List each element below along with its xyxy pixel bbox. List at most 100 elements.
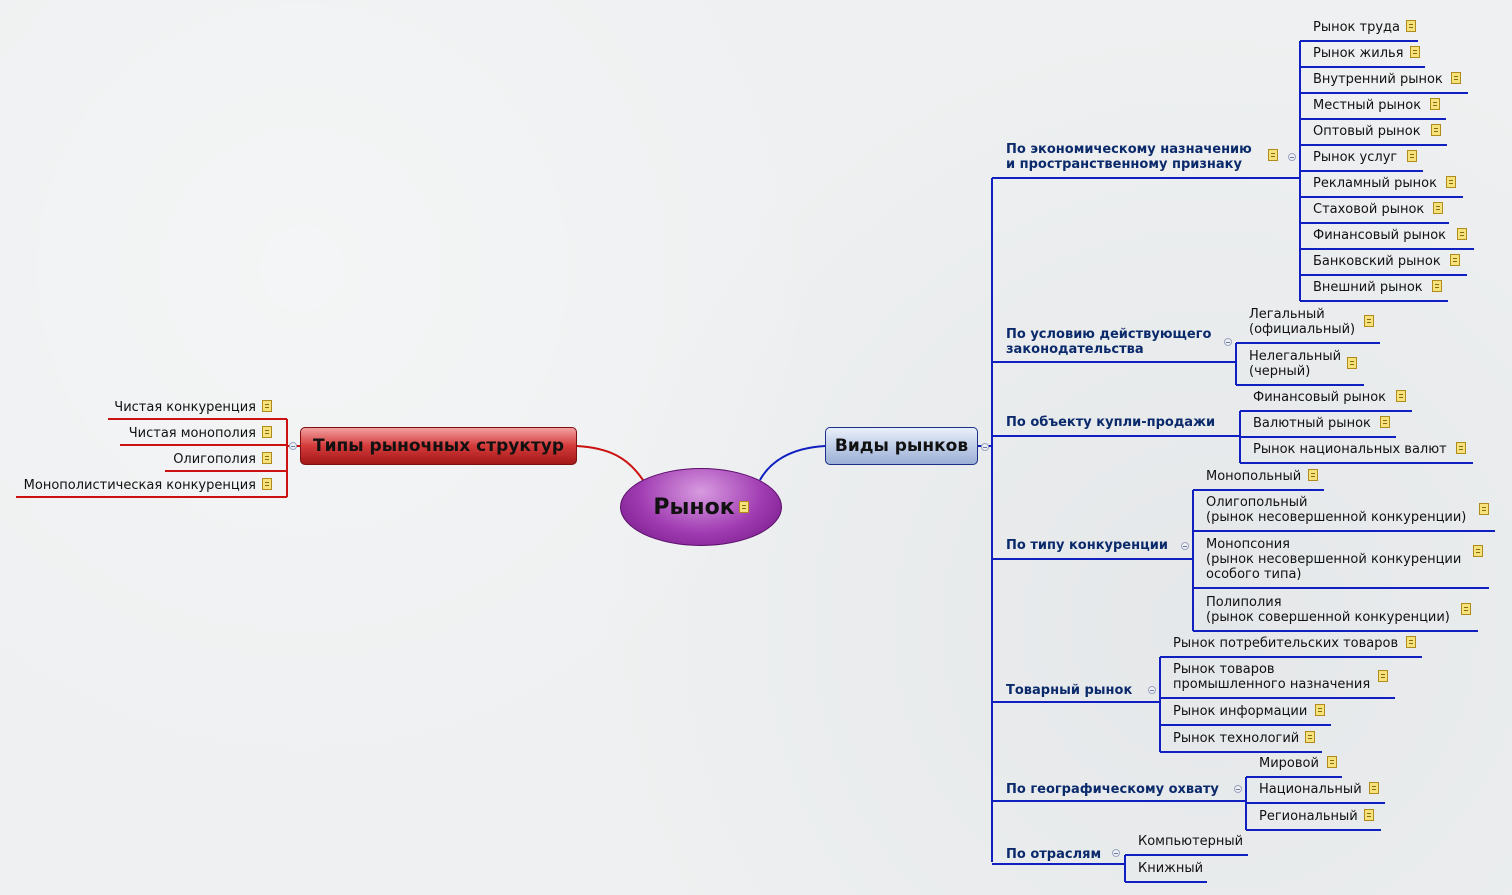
topic-text-line: Региональный bbox=[1259, 809, 1358, 824]
collapse-icon[interactable] bbox=[1288, 153, 1296, 161]
note-icon[interactable] bbox=[1433, 202, 1443, 214]
note-icon[interactable] bbox=[1479, 503, 1489, 515]
note-icon[interactable] bbox=[262, 452, 272, 464]
subtopic-market[interactable]: Внутренний рынок bbox=[1313, 72, 1443, 87]
note-icon[interactable] bbox=[1406, 636, 1416, 648]
note-icon[interactable] bbox=[262, 400, 272, 412]
note-icon[interactable] bbox=[1451, 72, 1461, 84]
subtopic-market[interactable]: Рынок жилья bbox=[1313, 46, 1404, 61]
root-topic[interactable]: Рынок bbox=[620, 468, 782, 546]
topic-text-line: Рынок технологий bbox=[1173, 731, 1300, 746]
collapse-icon[interactable] bbox=[981, 443, 989, 451]
note-icon[interactable] bbox=[1396, 390, 1406, 402]
subtopic-market[interactable]: Национальный bbox=[1259, 782, 1362, 797]
note-icon[interactable] bbox=[1364, 809, 1374, 821]
note-icon[interactable] bbox=[1305, 731, 1315, 743]
note-icon[interactable] bbox=[1432, 280, 1442, 292]
subtopic-market[interactable]: Стаховой рынок bbox=[1313, 202, 1424, 217]
topic-text-line: Монопсония bbox=[1206, 537, 1290, 552]
collapse-icon[interactable] bbox=[1224, 338, 1232, 346]
subtopic-market[interactable]: Олигопольный(рынок несовершенной конкуре… bbox=[1206, 495, 1466, 525]
collapse-icon[interactable] bbox=[1148, 686, 1156, 694]
category-topic[interactable]: По объекту купли-продажи bbox=[1006, 415, 1215, 430]
category-topic[interactable]: Товарный рынок bbox=[1006, 683, 1132, 698]
note-icon[interactable] bbox=[1406, 20, 1416, 32]
note-icon[interactable] bbox=[1327, 756, 1337, 768]
subtopic-market[interactable]: Рекламный рынок bbox=[1313, 176, 1437, 191]
note-icon[interactable] bbox=[1364, 315, 1374, 327]
subtopic-market[interactable]: Книжный bbox=[1138, 861, 1203, 876]
note-icon[interactable] bbox=[1407, 150, 1417, 162]
note-icon[interactable] bbox=[262, 426, 272, 438]
note-icon[interactable] bbox=[1308, 469, 1318, 481]
subtopic-market[interactable]: Финансовый рынок bbox=[1313, 228, 1446, 243]
topic-text-line: Внутренний рынок bbox=[1313, 72, 1443, 87]
topic-text-line: Рынок жилья bbox=[1313, 46, 1404, 61]
subtopic-market[interactable]: Полиполия(рынок совершенной конкуренции) bbox=[1206, 595, 1450, 625]
note-icon[interactable] bbox=[1450, 254, 1460, 266]
subtopic-structure[interactable]: Чистая монополия bbox=[129, 426, 256, 441]
subtopic-structure[interactable]: Олигополия bbox=[173, 452, 256, 467]
subtopic-market[interactable]: Внешний рынок bbox=[1313, 280, 1423, 295]
topic-text-line: Чистая монополия bbox=[128, 426, 256, 441]
note-icon[interactable] bbox=[1461, 603, 1471, 615]
note-icon[interactable] bbox=[1369, 782, 1379, 794]
topic-text-line: Рынок потребительских товаров bbox=[1173, 636, 1399, 651]
note-icon[interactable] bbox=[262, 478, 272, 490]
collapse-icon[interactable] bbox=[1234, 785, 1242, 793]
subtopic-market[interactable]: Легальный(официальный) bbox=[1249, 307, 1355, 337]
note-icon[interactable] bbox=[1473, 545, 1483, 557]
note-icon[interactable] bbox=[1380, 416, 1390, 428]
collapse-icon[interactable] bbox=[1181, 542, 1189, 550]
note-icon[interactable] bbox=[1315, 704, 1325, 716]
note-icon[interactable] bbox=[1347, 357, 1357, 369]
note-icon[interactable] bbox=[1456, 442, 1466, 454]
subtopic-market[interactable]: Рынок труда bbox=[1313, 20, 1400, 35]
collapse-icon[interactable] bbox=[1112, 849, 1120, 857]
main-topic-market-structures[interactable]: Типы рыночных структур bbox=[300, 427, 577, 465]
note-icon[interactable] bbox=[1268, 149, 1278, 161]
subtopic-structure[interactable]: Чистая конкуренция bbox=[114, 400, 256, 415]
topic-text-line: Оптовый рынок bbox=[1313, 124, 1421, 139]
subtopic-market[interactable]: Монопольный bbox=[1206, 469, 1301, 484]
category-topic[interactable]: По типу конкуренции bbox=[1006, 538, 1168, 553]
topic-text-line: Олигополия bbox=[173, 452, 256, 467]
subtopic-market[interactable]: Банковский рынок bbox=[1313, 254, 1441, 269]
note-icon[interactable] bbox=[1430, 98, 1440, 110]
subtopic-market[interactable]: Местный рынок bbox=[1313, 98, 1421, 113]
subtopic-market[interactable]: Рынок технологий bbox=[1173, 731, 1299, 746]
subtopic-market[interactable]: Оптовый рынок bbox=[1313, 124, 1421, 139]
subtopic-market[interactable]: Нелегальный(черный) bbox=[1249, 349, 1341, 379]
topic-text-line: Олигопольный bbox=[1206, 495, 1308, 510]
subtopic-market[interactable]: Рынок информации bbox=[1173, 704, 1307, 719]
note-icon[interactable] bbox=[1410, 46, 1420, 58]
note-icon[interactable] bbox=[1446, 176, 1456, 188]
note-icon[interactable] bbox=[1457, 228, 1467, 240]
subtopic-market[interactable]: Рынок услуг bbox=[1313, 150, 1397, 165]
category-topic[interactable]: По отраслям bbox=[1006, 847, 1101, 862]
subtopic-structure[interactable]: Монополистическая конкуренция bbox=[24, 478, 256, 493]
subtopic-market[interactable]: Монопсония(рынок несовершенной конкуренц… bbox=[1206, 537, 1461, 582]
topic-text-line: Нелегальный bbox=[1249, 349, 1342, 364]
topic-text-line: (рынок несовершенной конкуренции bbox=[1206, 552, 1462, 567]
note-icon[interactable] bbox=[738, 501, 749, 513]
subtopic-market[interactable]: Региональный bbox=[1259, 809, 1358, 824]
subtopic-market[interactable]: Мировой bbox=[1259, 756, 1319, 771]
subtopic-market[interactable]: Финансовый рынок bbox=[1253, 390, 1386, 405]
topic-text-line: (рынок несовершенной конкуренции) bbox=[1206, 510, 1467, 525]
subtopic-market[interactable]: Компьютерный bbox=[1138, 834, 1243, 849]
main-topic-market-types[interactable]: Виды рынков bbox=[825, 427, 978, 465]
category-topic[interactable]: По географическому охвату bbox=[1006, 782, 1219, 797]
topic-text-line: (черный) bbox=[1249, 364, 1311, 379]
collapse-icon[interactable] bbox=[289, 442, 297, 450]
note-icon[interactable] bbox=[1378, 670, 1388, 682]
subtopic-market[interactable]: Рынок национальных валют bbox=[1253, 442, 1447, 457]
subtopic-market[interactable]: Валютный рынок bbox=[1253, 416, 1371, 431]
subtopic-market[interactable]: Рынок потребительских товаров bbox=[1173, 636, 1398, 651]
note-icon[interactable] bbox=[1431, 124, 1441, 136]
